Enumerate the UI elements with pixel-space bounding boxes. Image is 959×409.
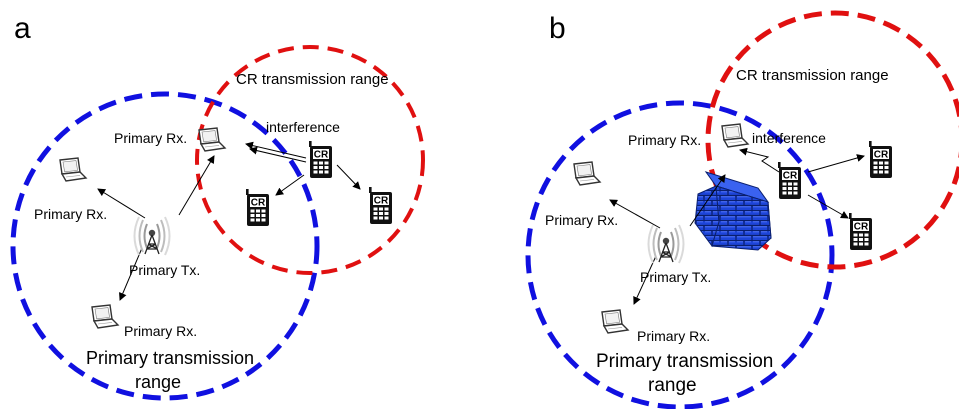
cr-phone-icon: CR	[849, 213, 872, 250]
primary-rx-label: Primary Rx.	[545, 212, 618, 228]
primary-rx-label: Primary Rx.	[124, 323, 197, 339]
laptop-icon	[573, 161, 601, 186]
cr-phone-icon: CR	[369, 187, 392, 224]
panel-a: a CR CR CR CR transmission range	[10, 12, 425, 401]
panel-letter: b	[549, 12, 566, 45]
primary-range-circle	[525, 100, 835, 409]
laptop-icon	[601, 309, 629, 334]
cr-label: CR	[374, 196, 389, 207]
cr-label: CR	[783, 171, 798, 182]
interference-label: interference	[266, 119, 340, 135]
antenna-tower-icon	[133, 216, 171, 256]
primary-tx-label: Primary Tx.	[640, 269, 711, 285]
brick-wall-icon	[694, 171, 772, 251]
cr-range-circle	[195, 45, 425, 275]
cr-range-circle	[705, 10, 959, 270]
interference-label: interference	[752, 130, 826, 146]
primary-range-label: Primary transmission	[86, 348, 254, 368]
primary-tx-label: Primary Tx.	[129, 262, 200, 278]
primary-range-label: Primary transmission	[596, 351, 773, 372]
cr-phone-icon: CR	[309, 141, 332, 178]
panel-letter: a	[14, 12, 31, 45]
cr-phone-icon: CR	[778, 162, 801, 199]
primary-rx-label: Primary Rx.	[637, 328, 710, 344]
cr-label: CR	[314, 150, 329, 161]
cr-phone-icon: CR	[869, 141, 892, 178]
laptop-icon	[198, 127, 226, 152]
laptop-icon	[721, 123, 749, 148]
cr-range-label: CR transmission range	[236, 71, 389, 88]
primary-rx-label: Primary Rx.	[34, 206, 107, 222]
primary-rx-label: Primary Rx.	[628, 132, 701, 148]
cr-label: CR	[251, 198, 266, 209]
primary-range-label: range	[648, 375, 697, 396]
cr-label: CR	[854, 222, 869, 233]
laptop-icon	[59, 157, 87, 182]
primary-range-circle	[10, 91, 320, 401]
laptop-icon	[91, 304, 119, 329]
panel-b: b CR CR CR	[525, 10, 959, 409]
antenna-tower-icon	[647, 224, 685, 264]
cr-label: CR	[874, 150, 889, 161]
primary-range-label: range	[135, 372, 181, 392]
cr-range-label: CR transmission range	[736, 67, 889, 84]
primary-rx-label: Primary Rx.	[114, 130, 187, 146]
cr-phone-icon: CR	[246, 189, 269, 226]
